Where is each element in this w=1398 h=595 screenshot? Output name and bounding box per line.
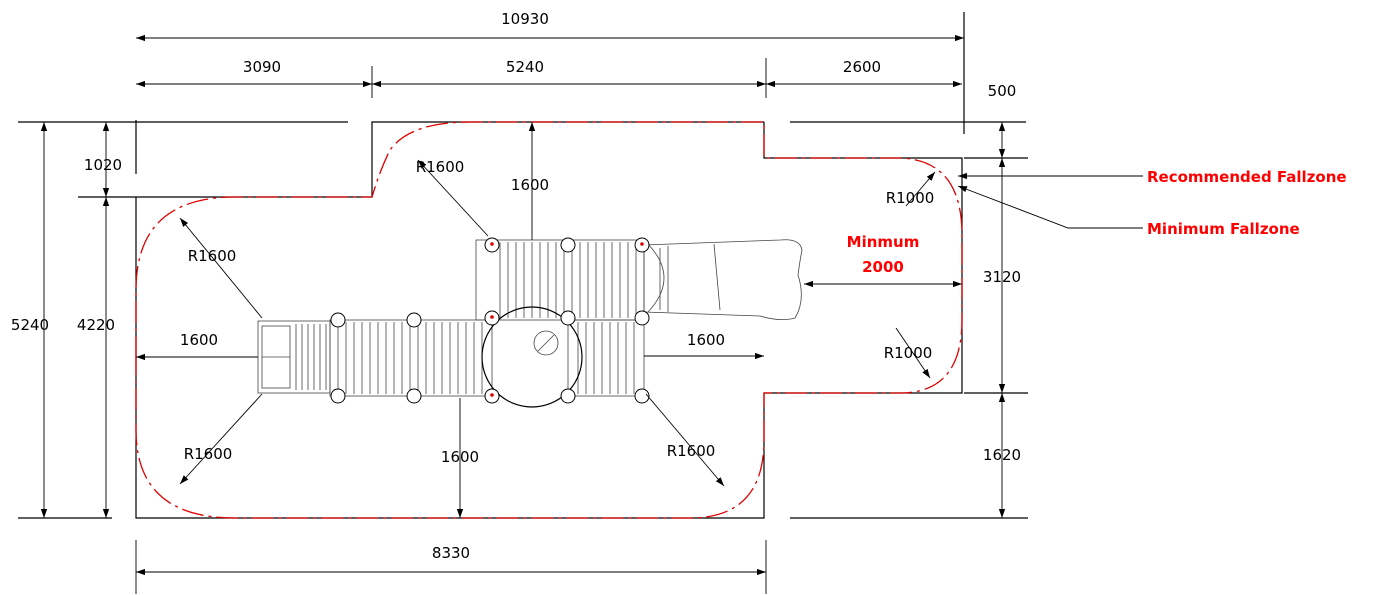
dim-clear-top: 1600	[511, 176, 549, 194]
dim-clear-bottom: 1600	[441, 448, 479, 466]
radius-bottom-right: R1600	[667, 442, 716, 460]
dim-overall-height: 5240	[11, 316, 49, 334]
dim-right-mid-height: 3120	[983, 268, 1021, 286]
dim-clear-left: 1600	[180, 331, 218, 349]
dim-offset-top: 1020	[84, 156, 122, 174]
dim-offset-right: 500	[988, 82, 1017, 100]
dim-left-height: 4220	[77, 316, 115, 334]
slide-clearance-label-line1: Minmum	[847, 233, 920, 251]
slide-clearance-label-line2: 2000	[862, 258, 904, 276]
dim-seg-mid: 5240	[506, 58, 544, 76]
dim-bottom-width: 8330	[432, 544, 470, 562]
radius-right-top: R1000	[886, 189, 935, 207]
radius-top-left: R1600	[188, 247, 237, 265]
dimension-lines	[40, 34, 1143, 594]
dim-seg-left: 3090	[243, 58, 281, 76]
dim-right-bottom-height: 1620	[983, 446, 1021, 464]
dim-seg-right: 2600	[843, 58, 881, 76]
minimum-fallzone-outline	[135, 121, 963, 519]
radius-right-bottom: R1000	[884, 344, 933, 362]
playground-equipment	[257, 237, 803, 408]
dim-overall-width: 10930	[501, 10, 549, 28]
dim-clear-right-inner: 1600	[687, 331, 725, 349]
radius-top-inner: R1600	[416, 158, 465, 176]
minimum-fallzone-label: Minimum Fallzone	[1147, 220, 1300, 238]
radius-bottom-left: R1600	[184, 445, 233, 463]
recommended-fallzone-label: Recommended Fallzone	[1147, 168, 1347, 186]
